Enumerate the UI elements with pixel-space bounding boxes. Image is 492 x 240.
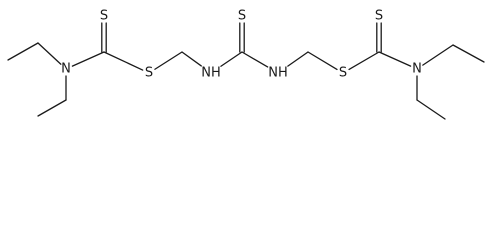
single-bond (378, 51, 412, 67)
atom-label-s: S (339, 66, 347, 81)
atom-label-n: N (61, 62, 71, 77)
bond-layer (7, 22, 485, 120)
atom-label-nh: NH (201, 66, 221, 81)
atom-label-nh: NH (268, 66, 288, 81)
label-layer: N S S NH S NH S S N (61, 9, 422, 81)
single-bond (348, 51, 380, 71)
single-bond (422, 44, 454, 66)
atom-label-s: S (238, 9, 246, 24)
chemical-structure: N S S NH S NH S S N (7, 9, 485, 120)
single-bond (71, 51, 105, 67)
single-bond (416, 99, 446, 120)
single-bond (7, 42, 39, 61)
single-bond (154, 51, 183, 70)
atom-label-s: S (375, 9, 383, 24)
single-bond (103, 51, 144, 71)
atom-label-s: S (100, 9, 108, 24)
single-bond (37, 99, 67, 117)
atom-label-n: N (412, 62, 422, 77)
single-bond (452, 44, 485, 63)
single-bond (307, 51, 338, 71)
single-bond (241, 51, 269, 68)
single-bond (37, 42, 62, 65)
single-bond (287, 51, 309, 67)
atom-label-s: S (145, 66, 153, 81)
single-bond (220, 51, 243, 67)
single-bond (181, 51, 202, 67)
